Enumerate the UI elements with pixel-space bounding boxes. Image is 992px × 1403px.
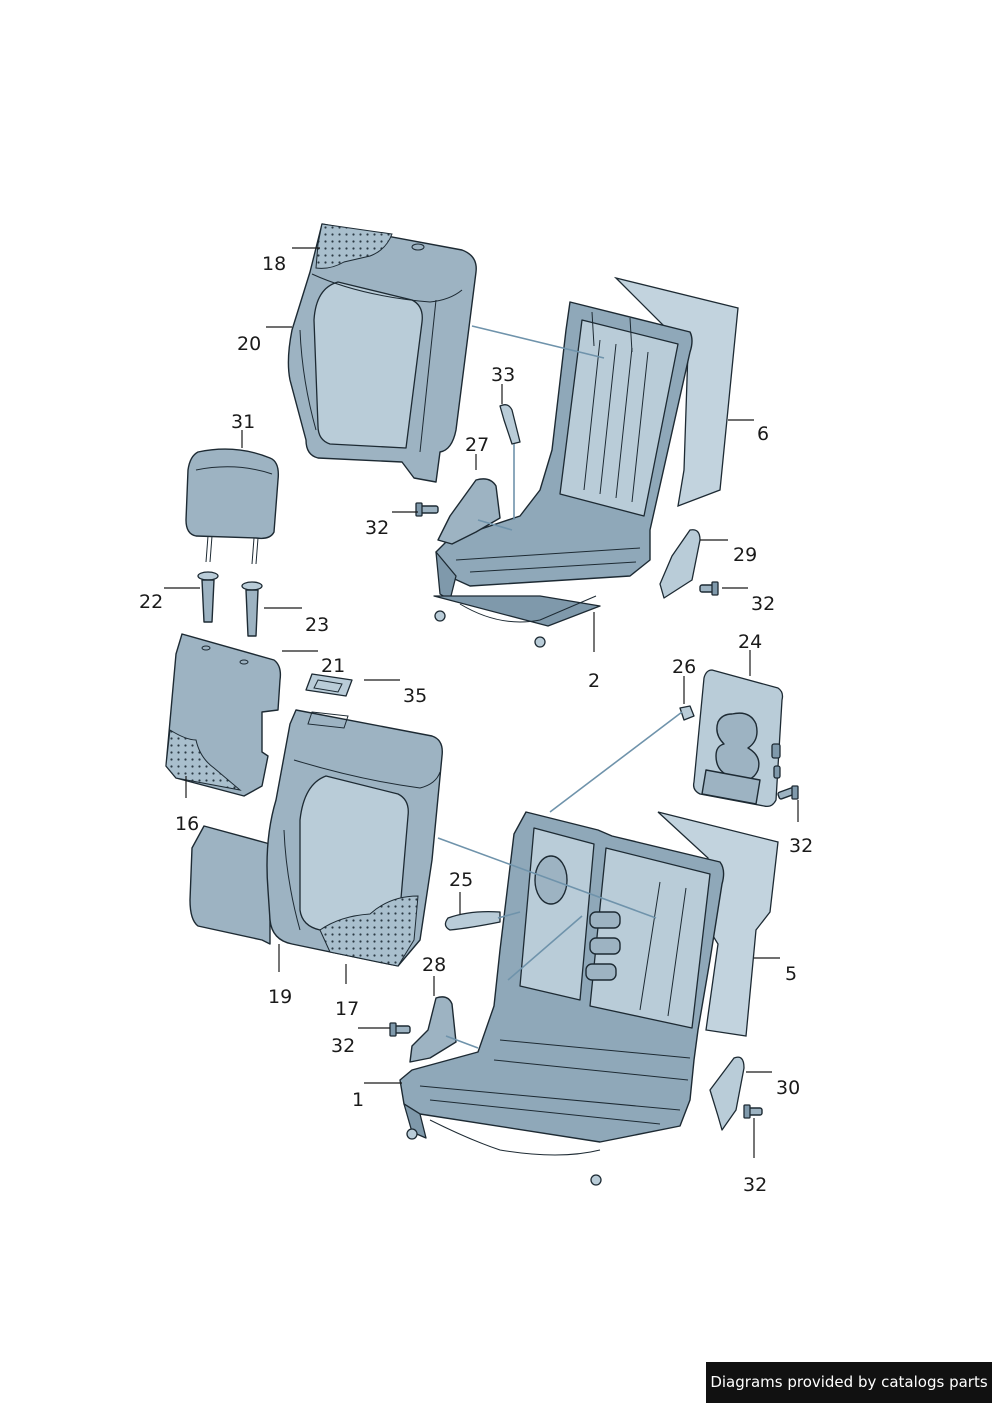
side-trim-30: [709, 1056, 745, 1131]
callout-24: 24: [738, 631, 762, 653]
screw-32-armrest: [777, 785, 799, 800]
armrest-panel-24: [692, 669, 784, 808]
release-strap-lower: [444, 910, 501, 931]
callout-18: 18: [262, 253, 286, 275]
callout-33: 33: [491, 364, 515, 386]
callout-30: 30: [776, 1077, 800, 1099]
screw-32-upper-right: [699, 581, 719, 596]
side-cover-16: [165, 633, 282, 797]
backrest-cover-upper: [287, 223, 477, 483]
callout-28: 28: [422, 954, 446, 976]
headrest-guide-23: [241, 581, 263, 637]
callout-22: 22: [139, 591, 163, 613]
side-trim-27: [437, 478, 501, 545]
callout-25: 25: [449, 869, 473, 891]
headrest-31: [185, 448, 280, 565]
side-trim-29: [659, 529, 701, 599]
callout-32-lower-left: 32: [331, 1035, 355, 1057]
screw-32-upper-left: [415, 502, 439, 517]
headrest-guide-22: [197, 571, 219, 623]
seat-frame-upper: [433, 301, 693, 648]
callout-32-upper-right: 32: [751, 593, 775, 615]
screw-32-lower-right: [743, 1104, 763, 1119]
callout-17: 17: [335, 998, 359, 1020]
callout-31: 31: [231, 411, 255, 433]
callout-26: 26: [672, 656, 696, 678]
assembly-lines: [437, 325, 683, 1049]
latch-cover-35: [305, 673, 353, 697]
callout-19: 19: [268, 986, 292, 1008]
callout-6: 6: [757, 423, 769, 445]
callout-32-lower-right: 32: [743, 1174, 767, 1196]
callout-27: 27: [465, 434, 489, 456]
callout-1: 1: [352, 1089, 364, 1111]
clip-26: [679, 705, 695, 721]
callout-16: 16: [175, 813, 199, 835]
backrest-cover-lower: [266, 709, 443, 967]
callout-20: 20: [237, 333, 261, 355]
side-trim-28: [409, 996, 457, 1063]
callout-32-armrest: 32: [789, 835, 813, 857]
callout-2: 2: [588, 670, 600, 692]
callout-23: 23: [305, 614, 329, 636]
side-bolster-19: [189, 825, 271, 945]
release-strap-upper: [499, 404, 521, 445]
callout-32-upper-left: 32: [365, 517, 389, 539]
credit-banner: Diagrams provided by catalogs parts: [706, 1362, 992, 1403]
callout-5: 5: [785, 963, 797, 985]
callout-labels: 18 20 33 27 6 31 32 29 32 22 23 2 24 26 …: [139, 253, 813, 1196]
callout-29: 29: [733, 544, 757, 566]
callout-35: 35: [403, 685, 427, 707]
seat-frame-lower: [399, 811, 725, 1186]
screw-32-lower-left: [389, 1022, 411, 1037]
callout-21: 21: [321, 655, 345, 677]
leader-lines: [164, 247, 799, 1158]
